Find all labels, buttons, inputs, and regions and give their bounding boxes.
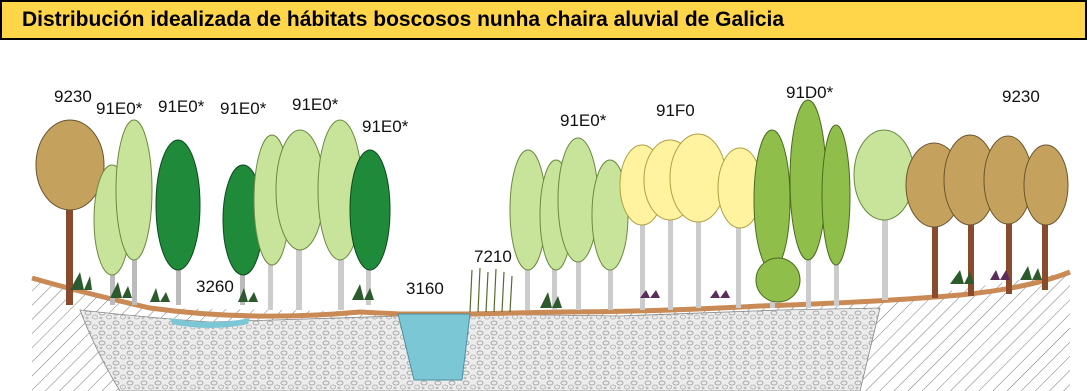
tree-91e0-4 bbox=[253, 119, 363, 310]
soil-line bbox=[31, 269, 1071, 319]
label-91e0-3: 91E0* bbox=[220, 99, 267, 118]
gravel-layer bbox=[79, 307, 881, 391]
tree-91e0-1 bbox=[93, 119, 153, 305]
label-9230-right: 9230 bbox=[1002, 87, 1040, 106]
label-3160: 3160 bbox=[406, 279, 444, 298]
tree-light-right bbox=[853, 129, 915, 300]
tree-9230-right bbox=[905, 134, 1069, 298]
label-91e0-6: 91E0* bbox=[560, 111, 607, 130]
labels: 9230 91E0* 91E0* 91E0* 91E0* 91E0* 91E0*… bbox=[54, 83, 1040, 298]
water-3160 bbox=[397, 313, 471, 381]
label-91f0: 91F0 bbox=[656, 101, 695, 120]
reeds-7210 bbox=[469, 267, 513, 313]
understory bbox=[70, 266, 1042, 308]
label-91e0-5: 91E0* bbox=[362, 117, 409, 136]
label-3260: 3260 bbox=[196, 277, 234, 296]
label-91e0-4: 91E0* bbox=[292, 95, 339, 114]
label-91e0-1: 91E0* bbox=[96, 99, 143, 118]
tree-91f0 bbox=[619, 133, 763, 310]
title-bar: Distribución idealizada de hábitats bosc… bbox=[0, 0, 1087, 40]
label-7210: 7210 bbox=[474, 247, 512, 266]
tree-91d0 bbox=[753, 99, 851, 308]
tree-91e0-6 bbox=[509, 137, 629, 310]
page-title: Distribución idealizada de hábitats bosc… bbox=[22, 8, 785, 31]
tree-9230-left bbox=[35, 119, 105, 305]
habitat-diagram: 9230 91E0* 91E0* 91E0* 91E0* 91E0* 91E0*… bbox=[31, 83, 1071, 391]
tree-91e0-2 bbox=[155, 139, 201, 305]
tree-91e0-5 bbox=[349, 149, 391, 305]
water-3260 bbox=[170, 318, 250, 328]
label-91d0: 91D0* bbox=[786, 83, 834, 102]
label-91e0-2: 91E0* bbox=[158, 97, 205, 116]
label-9230-left: 9230 bbox=[54, 87, 92, 106]
